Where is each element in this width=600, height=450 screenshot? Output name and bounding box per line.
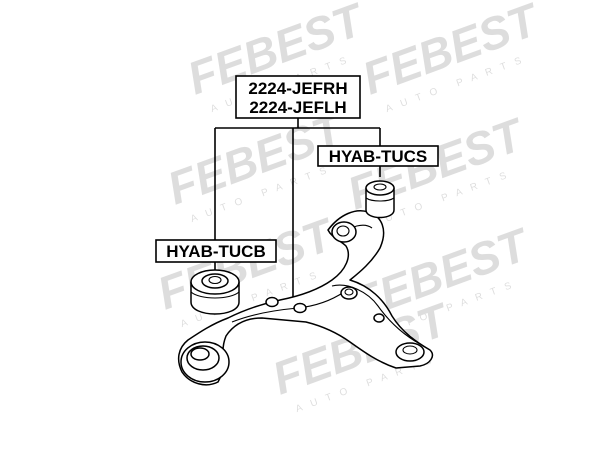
arm-hole (265, 296, 279, 308)
arm-hole-inner (344, 288, 354, 296)
front-bushing-eye-hole (190, 347, 210, 361)
bushing-tucb-band (190, 291, 240, 299)
control-arm (177, 210, 434, 386)
control-arm-body (177, 210, 434, 386)
bushing-tucs-band (365, 197, 395, 202)
label-main-part-box (235, 75, 361, 119)
bushing-tucs-body (365, 187, 395, 219)
leader-lines (214, 118, 381, 298)
part-number-rh: 2224-JEFRH (248, 79, 347, 98)
label-bushing-tucs-box (317, 145, 439, 167)
label-bushing-tucb: HYAB-TUCB (155, 239, 277, 263)
rear-bushing-mount (331, 221, 357, 243)
watermark-logo: FEBEST AUTO PARTS (356, 0, 548, 115)
ball-joint (395, 342, 425, 362)
part-number-lh: 2224-JEFLH (249, 98, 346, 117)
bushing-tucb-hole (208, 275, 222, 285)
bushing-tucb-inner (201, 273, 229, 289)
arm-ridge (331, 284, 421, 345)
part-number-tucs: HYAB-TUCS (329, 147, 428, 166)
arm-hole (373, 313, 385, 323)
bushing-tucs-top (365, 180, 395, 196)
ball-joint-center (402, 345, 418, 355)
label-bushing-tucb-box (155, 239, 277, 263)
bushing-tucs-hole (373, 183, 387, 191)
label-bushing-tucs: HYAB-TUCS (317, 145, 439, 167)
label-main-part: 2224-JEFRH 2224-JEFLH (235, 75, 361, 119)
bushing-tucs (365, 180, 395, 219)
part-number-tucb: HYAB-TUCB (166, 242, 266, 261)
rear-bushing-mount-hole (336, 225, 350, 237)
arm-hole (293, 302, 307, 314)
bushing-tucb (190, 269, 240, 315)
